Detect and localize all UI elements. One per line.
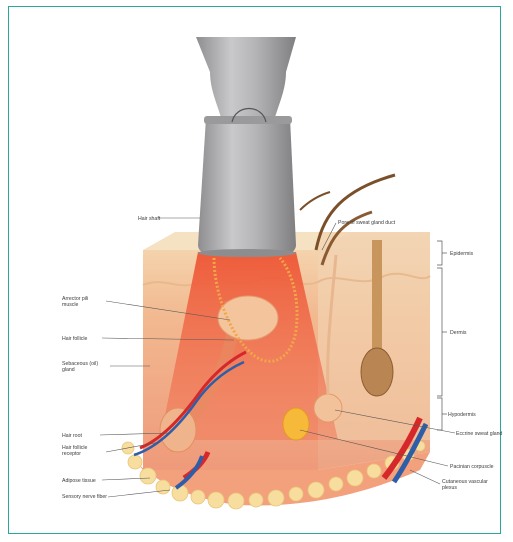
pacinian-corpuscle — [283, 408, 309, 440]
label-sebaceous-2: gland — [62, 367, 75, 373]
label-follicle-receptor-2: receptor — [62, 451, 81, 457]
label-eccrine: Eccrine sweat gland — [456, 431, 503, 437]
label-hair-follicle: Hair follicle — [62, 336, 87, 342]
label-adipose: Adipose tissue — [62, 478, 96, 484]
laser-device — [196, 37, 296, 257]
label-pore: Pore of sweat gland duct — [338, 220, 396, 226]
layer-brackets — [437, 241, 447, 430]
eccrine-gland — [314, 394, 342, 422]
label-hair-shaft: Hair shaft — [138, 216, 161, 222]
label-cutaneous-2: plexus — [442, 485, 457, 491]
label-dermis: Dermis — [450, 330, 467, 336]
label-hair-root: Hair root — [62, 433, 82, 439]
label-sensory: Sensory nerve fiber — [62, 494, 107, 500]
label-pacinian: Pacinian corpuscle — [450, 464, 494, 470]
label-arrector-2: muscle — [62, 302, 79, 308]
hair-bulb-right — [361, 348, 393, 396]
label-hypodermis: Hypodermis — [448, 412, 476, 418]
hair-strand-3 — [300, 192, 330, 210]
label-epidermis: Epidermis — [450, 251, 473, 257]
